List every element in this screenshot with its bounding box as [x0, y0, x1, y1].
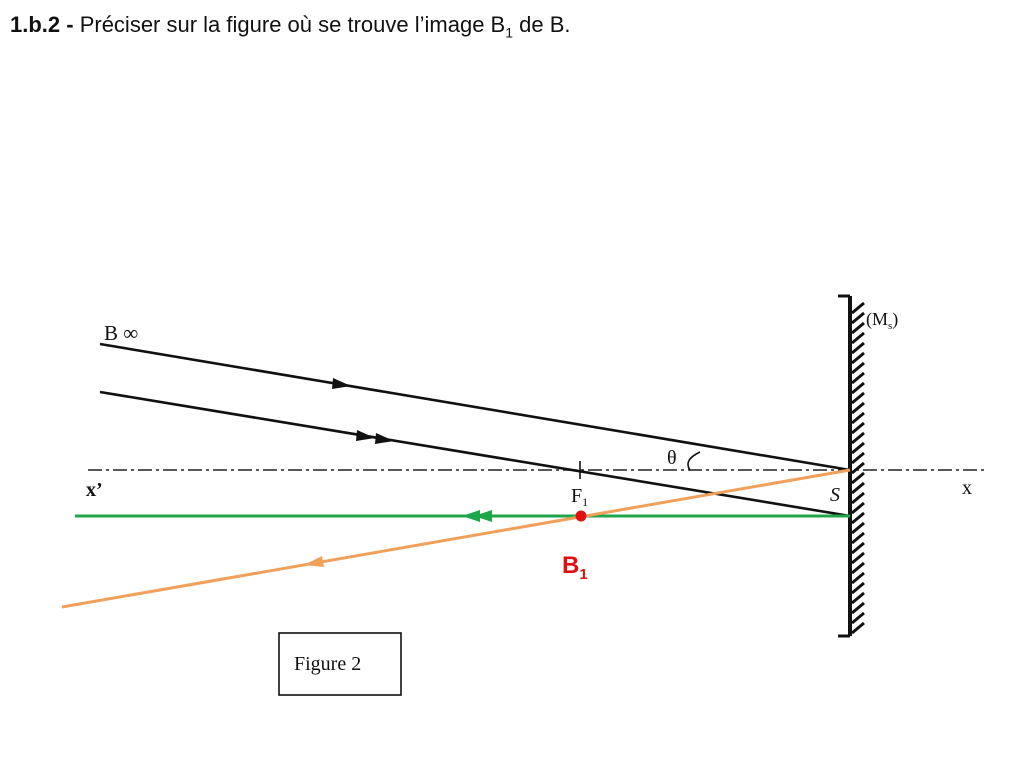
question-text-end: de B.	[513, 12, 571, 37]
mirror-hatch	[851, 341, 865, 355]
arrow-green-1	[462, 510, 480, 522]
mirror-hatch	[851, 461, 865, 475]
mirror-hatch	[851, 501, 865, 515]
arrow-orange	[304, 556, 324, 567]
label-x-prime: x’	[86, 479, 103, 501]
arrow-ray-1	[332, 378, 351, 389]
mirror-hatch	[851, 311, 865, 325]
mirror-hatch	[851, 481, 865, 495]
mirror-hatch	[851, 531, 865, 545]
mirror-hatch	[851, 301, 865, 315]
mirror-hatch	[851, 591, 865, 605]
mirror-hatch	[851, 491, 865, 505]
mirror-hatch	[851, 331, 865, 345]
theta-arc	[687, 451, 701, 471]
mirror-hatch	[851, 611, 865, 625]
mirror-hatch	[851, 601, 865, 615]
reflected-ray-orange	[61, 468, 851, 609]
question-subscript: 1	[505, 24, 514, 41]
arrow-ray-2b	[375, 433, 394, 444]
incident-ray-2	[99, 390, 851, 518]
question-text: Préciser sur la figure où se trouve l’im…	[73, 12, 506, 37]
mirror-hatch	[851, 381, 865, 395]
mirror-hatch	[851, 351, 865, 365]
mirror-hatch	[851, 411, 865, 425]
mirror-hatch	[851, 551, 865, 565]
question-heading: 1.b.2 - Préciser sur la figure où se tro…	[10, 12, 571, 40]
mirror-hatch	[851, 421, 865, 435]
arrow-green-2	[474, 510, 492, 522]
label-f1: F1	[571, 485, 588, 509]
label-s: S	[830, 484, 840, 506]
label-x: x	[962, 477, 972, 499]
figure-caption-box	[278, 632, 402, 696]
mirror-hatch	[851, 401, 865, 415]
arrow-ray-2a	[356, 430, 375, 441]
mirror-hatch	[851, 521, 865, 535]
mirror-hatch	[851, 511, 865, 525]
mirror-hatch	[851, 391, 865, 405]
mirror-hatch	[851, 451, 865, 465]
mirror-hatch	[851, 321, 865, 335]
mirror-hatch	[851, 571, 865, 585]
figure-caption: Figure 2	[294, 653, 361, 675]
mirror-hatch	[851, 541, 865, 555]
mirror-hatch	[851, 471, 865, 485]
mirror	[838, 294, 865, 638]
label-mirror: (Ms)	[866, 309, 898, 332]
image-point-b1	[575, 510, 587, 522]
mirror-hatch	[851, 431, 865, 445]
mirror-hatch	[851, 371, 865, 385]
question-number: 1.b.2 -	[10, 12, 74, 37]
mirror-hatch	[851, 361, 865, 375]
label-theta: θ	[667, 447, 677, 469]
mirror-hatch	[851, 441, 865, 455]
mirror-hatch	[851, 561, 865, 575]
mirror-hatch	[851, 581, 865, 595]
mirror-hatch	[851, 621, 865, 635]
incident-ray-1	[99, 342, 851, 472]
label-b-infinity: B ∞	[104, 321, 138, 345]
label-b1: B1	[562, 552, 588, 583]
